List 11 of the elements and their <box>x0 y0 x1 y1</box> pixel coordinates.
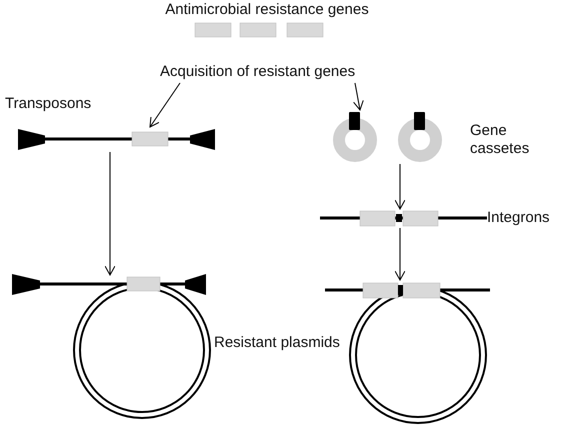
part-label: Resistant plasmids <box>214 334 340 352</box>
arrow <box>352 82 364 110</box>
part-label: Gene cassetes <box>470 122 530 158</box>
arrow <box>394 164 406 210</box>
arrow <box>104 152 116 276</box>
arrow <box>150 82 180 128</box>
heading: Antimicrobial resistance genes <box>164 1 370 19</box>
annotation-text: Acquisition of resistant genes <box>160 63 356 81</box>
arrow <box>394 228 406 280</box>
part-label: Integrons <box>487 209 550 227</box>
part-label: Transposons <box>5 95 92 113</box>
